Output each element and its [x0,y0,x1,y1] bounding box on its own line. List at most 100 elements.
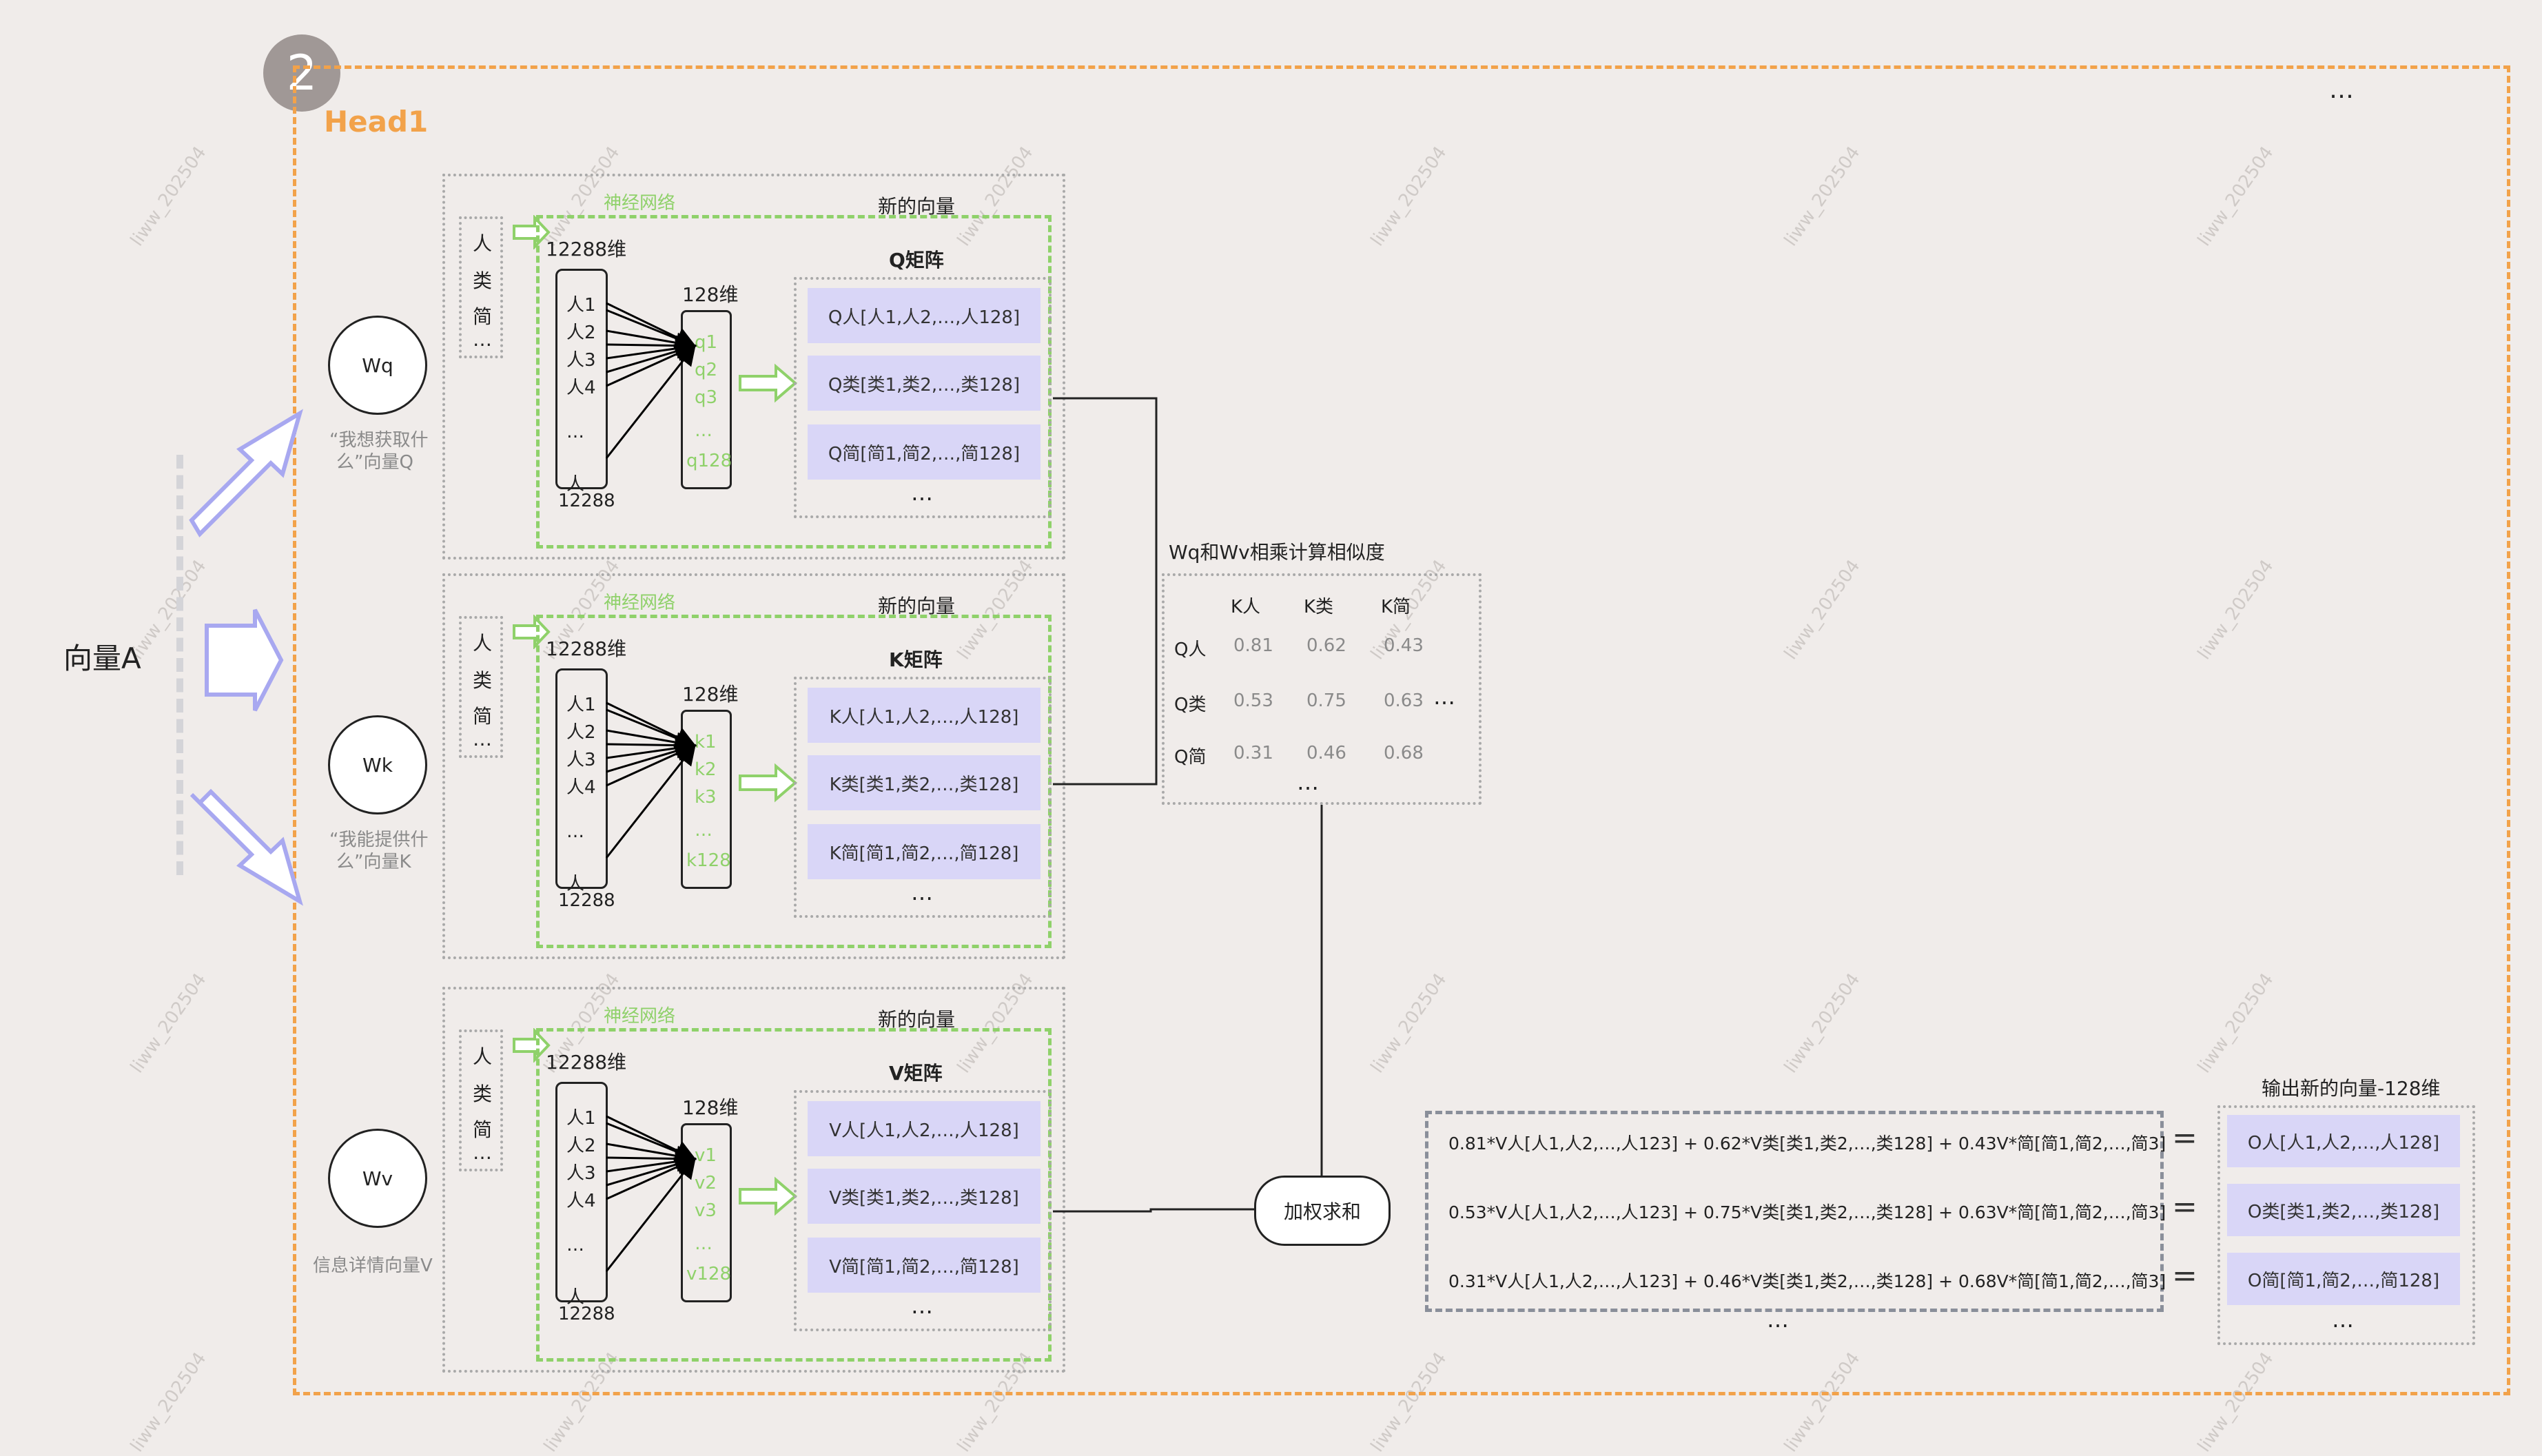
top-right-ellipsis: … [2329,76,2354,104]
output-row: O人[人1,人2,…,人128] [2227,1115,2460,1167]
new-vector-label: 新的向量 [878,195,956,218]
input-node: 人3 [566,750,596,770]
token-label: 简 [473,305,493,328]
input-node: 12288 [558,491,615,511]
weight-caption: 么”向量Q [336,452,413,473]
green-arrow-icon [513,215,551,249]
matrix-title: V矩阵 [889,1062,943,1085]
output-node: q128 [686,451,732,471]
weighted-sum-formula: 0.31*V人[人1,人2,…,人123] + 0.46*V类[类1,类2,…,… [1448,1271,2166,1291]
similarity-cell: 0.62 [1306,635,1346,656]
weight-label: Wk [362,753,393,777]
matrix-row: V类[类1,类2,…,类128] [808,1169,1041,1224]
token-label: 类 [473,669,493,692]
k-to-similarity-line [1053,641,1158,786]
similarity-box [1162,573,1482,805]
token-label: … [473,328,492,351]
similarity-cell: 0.68 [1384,743,1424,763]
matrix-frame [794,277,1052,518]
token-label: 简 [473,1118,493,1141]
similarity-cell: 0.43 [1384,635,1424,656]
token-label: 类 [473,269,493,292]
equals-sign: = [2172,1189,2197,1224]
weight-circle-wk: Wk [328,715,427,814]
arrow-up-right [189,409,303,537]
fan-in-arrows [605,1115,697,1272]
head-block-frame [442,987,1065,1373]
weight-caption: 信息详情向量V [313,1255,433,1276]
matrix-ellipsis: … [911,1293,933,1319]
output-node: … [695,820,713,841]
matrix-ellipsis: … [911,480,933,506]
output-node: … [695,420,713,441]
input-node-column [555,1082,608,1302]
weight-caption: 么”向量K [336,852,411,872]
input-node: 人1 [566,695,596,715]
token-strip [459,216,503,358]
matrix-title: Q矩阵 [889,249,944,271]
input-node: … [566,422,584,442]
split-arrows [189,409,303,906]
matrix-row: K人[人1,人2,…,人128] [808,688,1041,743]
green-arrow-icon [513,1028,551,1063]
weighted-sum-formula: 0.53*V人[人1,人2,…,人123] + 0.75*V类[类1,类2,…,… [1448,1202,2166,1222]
weight-circle-wq: Wq [328,316,427,415]
output-row: O简[简1,简2,…,简128] [2227,1253,2460,1305]
input-node: 人1 [566,295,596,316]
output-node: k3 [695,787,717,808]
input-node: 人4 [566,378,596,398]
similarity-cell: 0.63 [1384,690,1424,711]
output-node: k2 [695,759,717,780]
output-node: q1 [695,332,718,353]
step-number: 2 [286,45,318,101]
similarity-bottom-ellipsis: … [1297,769,1319,795]
formulas-ellipsis: … [1767,1306,1789,1333]
matrix-title: K矩阵 [889,648,943,671]
dim-small-label: 128维 [682,1096,739,1119]
similarity-col-header: K人 [1231,597,1261,617]
similarity-col-header: K简 [1381,597,1411,617]
token-label: 类 [473,1083,493,1105]
output-node-column [681,1123,732,1302]
input-vector-label: 向量A [63,642,141,675]
matrix-row: K类[类1,类2,…,类128] [808,755,1041,810]
output-node: v128 [686,1264,732,1284]
input-node: 人 [566,1287,585,1308]
new-vector-label: 新的向量 [878,1008,956,1031]
matrix-row: Q人[人1,人2,…,人128] [808,288,1041,343]
input-node: 人4 [566,1191,596,1211]
green-arrow-icon [513,615,551,649]
head-label: Head1 [324,105,429,139]
input-node: 人2 [566,722,596,743]
green-arrow-icon [739,363,798,403]
weight-label: Wv [362,1167,393,1190]
arrow-down-right [189,788,303,906]
output-node: q3 [695,387,718,408]
input-node-column [555,269,608,489]
similarity-right-ellipsis: … [1433,684,1455,710]
input-node-column [555,668,608,889]
similarity-cell: 0.53 [1233,690,1273,711]
arrow-right [205,608,284,712]
weighted-sum-label: 加权求和 [1283,1200,1361,1223]
green-arrow-icon [739,763,798,803]
q-to-similarity-line [1053,397,1158,641]
similarity-cell: 0.75 [1306,690,1346,711]
weight-caption: “我能提供什 [329,830,429,850]
matrix-row: V简[简1,简2,…,简128] [808,1238,1041,1293]
input-divider [176,455,183,875]
fan-in-arrows [605,302,697,459]
similarity-cell: 0.31 [1233,743,1273,763]
similarity-title: Wq和Wv相乘计算相似度 [1169,541,1385,564]
input-node: 人3 [566,1163,596,1184]
new-vector-label: 新的向量 [878,595,956,617]
weighted-sum-formula: 0.81*V人[人1,人2,…,人123] + 0.62*V类[类1,类2,…,… [1448,1134,2166,1153]
similarity-row-header: Q简 [1174,747,1207,768]
formulas-box [1425,1111,2164,1312]
token-strip [459,616,503,758]
output-row: O类[类1,类2,…,类128] [2227,1184,2460,1236]
input-node: … [566,1235,584,1255]
v-to-sum-line [1053,1208,1255,1213]
output-node: v3 [695,1200,717,1221]
dim-big-label: 12288维 [546,637,627,660]
